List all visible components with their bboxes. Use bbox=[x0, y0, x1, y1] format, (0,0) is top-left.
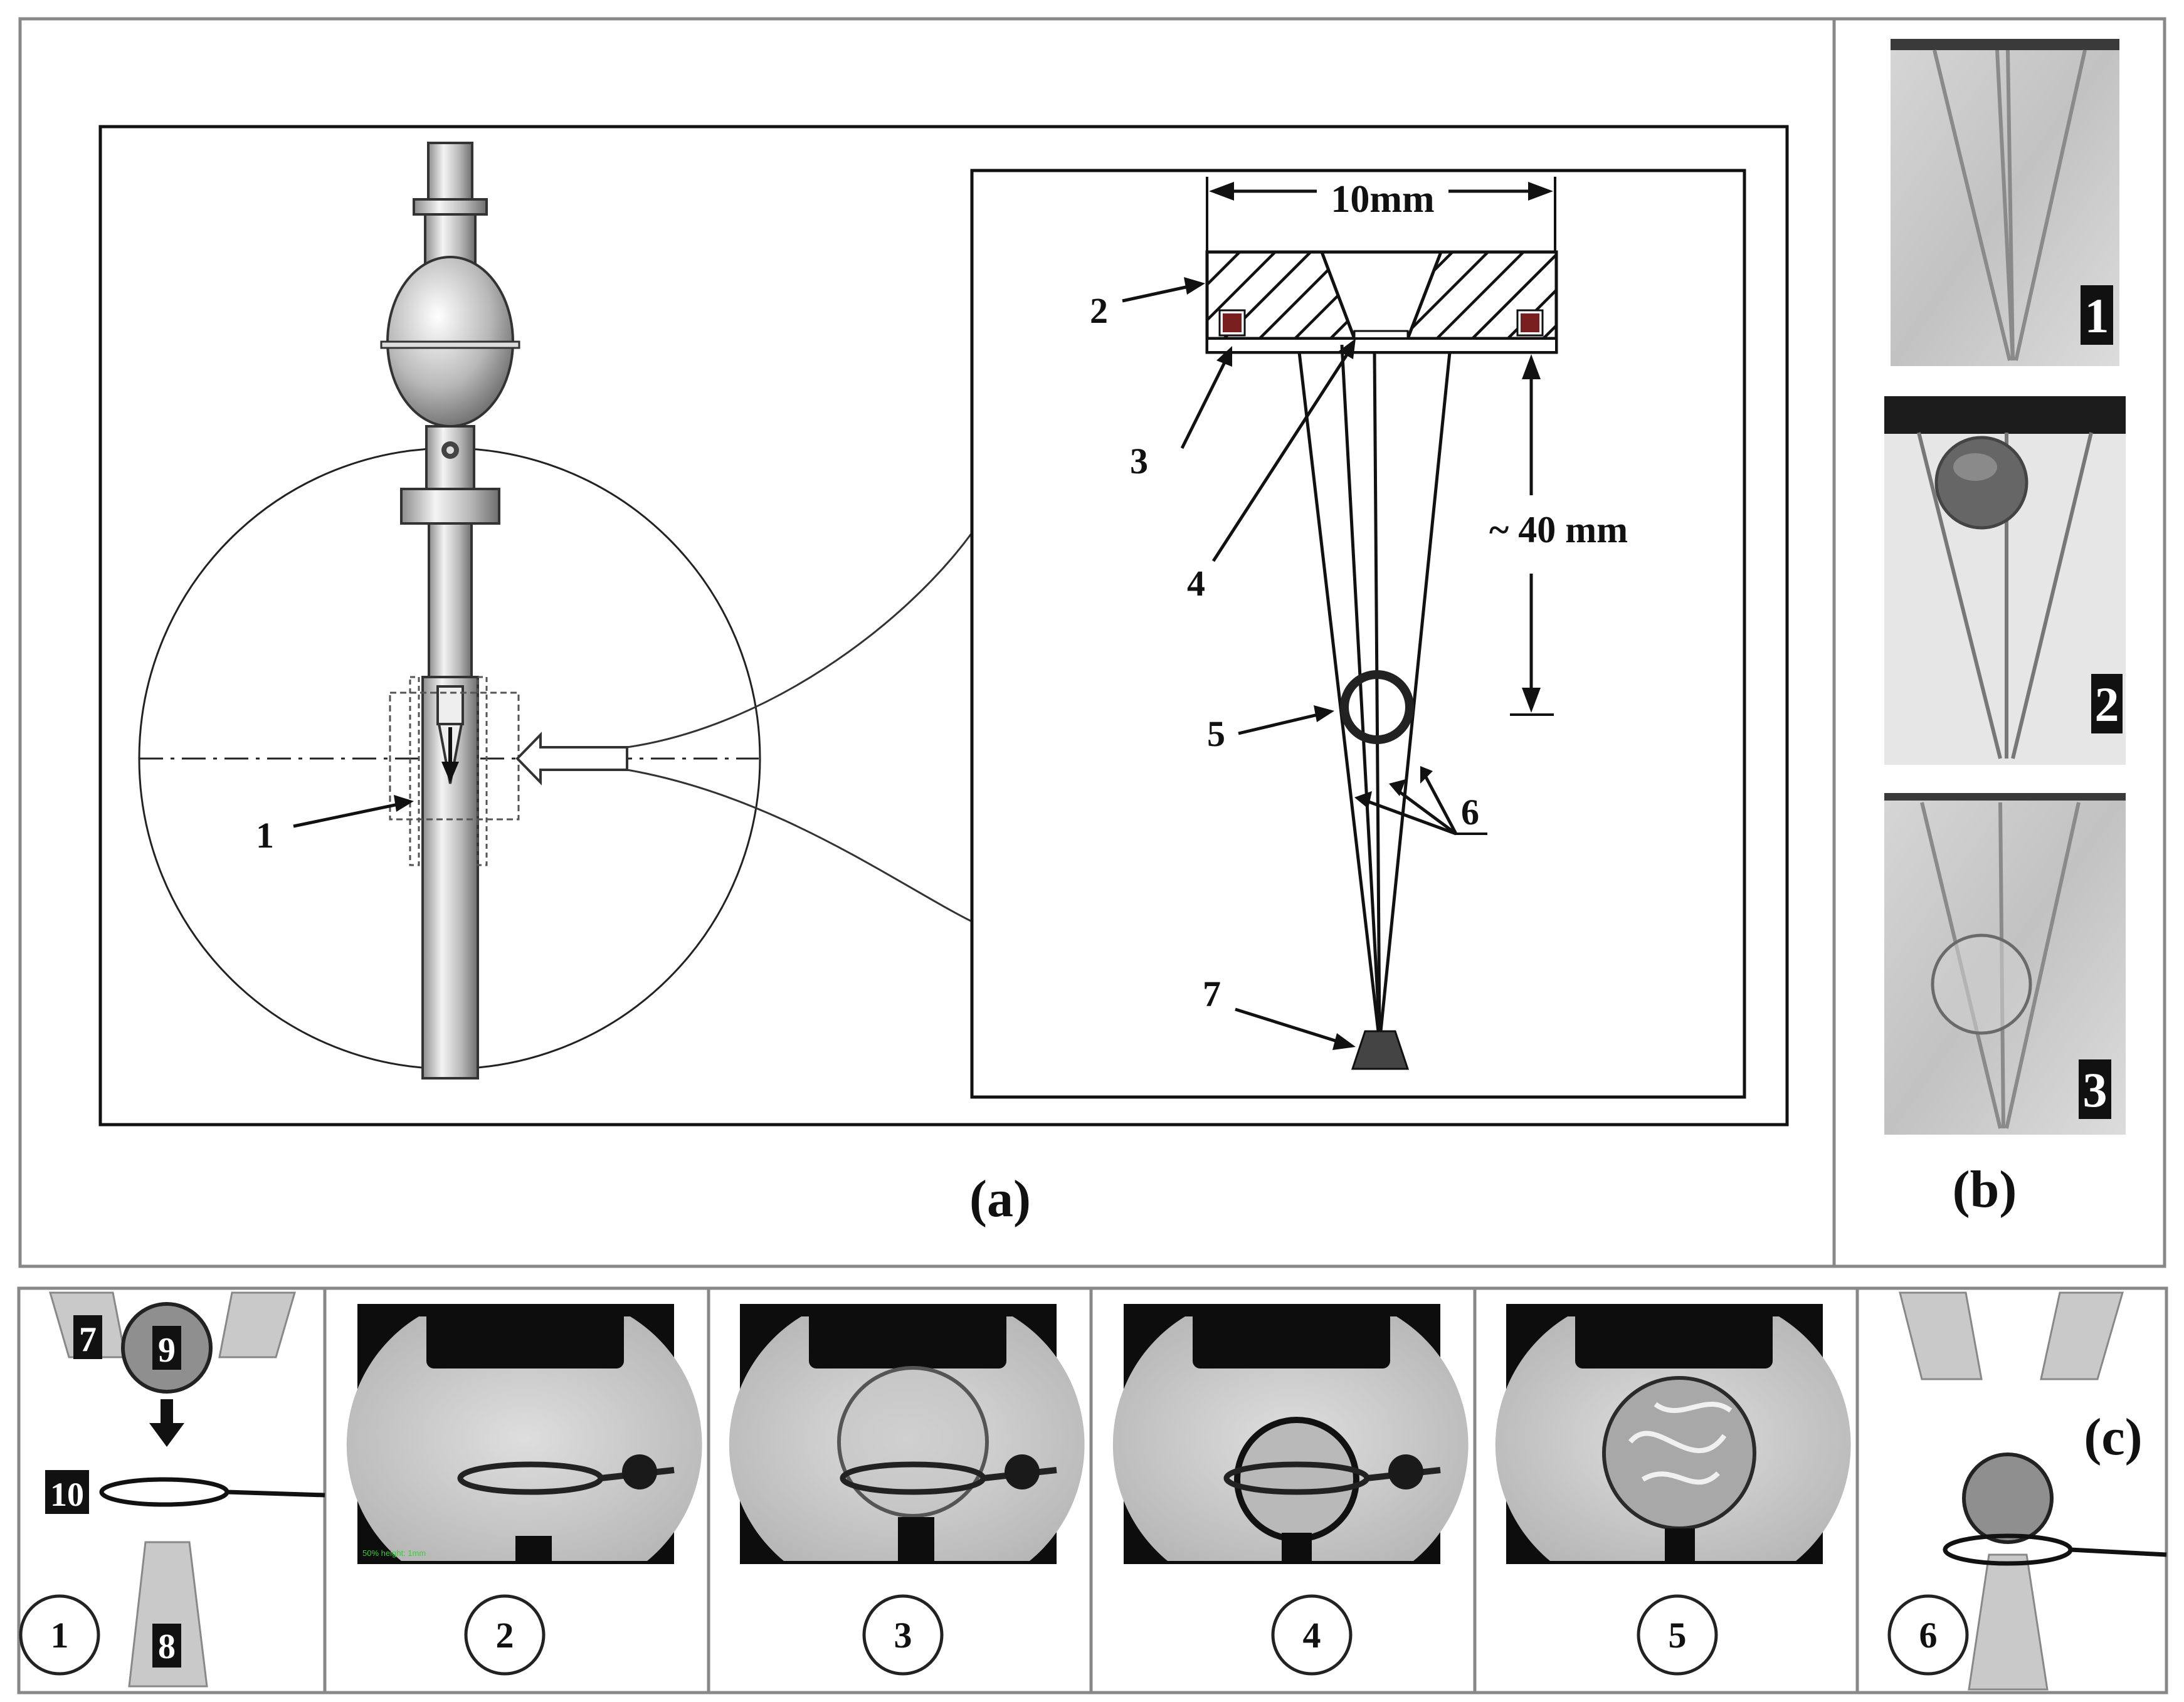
c-photo-3 bbox=[729, 1304, 1085, 1564]
label-2: 2 bbox=[1090, 290, 1108, 331]
magnify-arrow bbox=[515, 732, 628, 785]
apparatus-rod bbox=[380, 142, 520, 1080]
c-schematic-6: (c) bbox=[1899, 1291, 2167, 1691]
step-3: 3 bbox=[894, 1615, 912, 1656]
c-photo-4 bbox=[1112, 1304, 1469, 1564]
panel-b: 1 2 3 (b) bbox=[1884, 39, 2126, 1219]
step-6: 6 bbox=[1919, 1615, 1938, 1656]
b-photo-3-label: 3 bbox=[2083, 1063, 2108, 1117]
b-photo-2-label: 2 bbox=[2095, 677, 2119, 732]
dimension-height-text: ~ 40 mm bbox=[1489, 509, 1628, 550]
b-photo-1-label: 1 bbox=[2085, 288, 2109, 343]
fibers bbox=[1297, 344, 1452, 1032]
c-label-7: 7 bbox=[79, 1320, 97, 1359]
step-4: 4 bbox=[1303, 1615, 1321, 1656]
label-4: 4 bbox=[1187, 563, 1205, 604]
step-1: 1 bbox=[51, 1615, 69, 1656]
c-label-9: 9 bbox=[158, 1331, 176, 1370]
label-6: 6 bbox=[1461, 792, 1479, 833]
step-numbers: 1 2 3 4 5 6 bbox=[19, 1594, 1969, 1676]
c-photo-overlay-text: 50% height: 1mm bbox=[362, 1548, 426, 1558]
panel-a-b-frame bbox=[18, 17, 2166, 1268]
c-label-8: 8 bbox=[158, 1627, 176, 1666]
c-photo-2: 50% height: 1mm bbox=[346, 1304, 702, 1564]
b-photo-2: 2 bbox=[1884, 396, 2126, 765]
holder bbox=[1205, 250, 1558, 354]
dimension-width-text: 10mm bbox=[1331, 178, 1434, 221]
stand bbox=[1351, 1030, 1410, 1070]
panel-b-caption: (b) bbox=[1953, 1160, 2017, 1219]
c-label-10: 10 bbox=[50, 1476, 84, 1513]
label-5: 5 bbox=[1207, 713, 1225, 754]
panel-c-caption: (c) bbox=[2084, 1408, 2142, 1466]
panel-c: 9 7 10 8 50% height: 1mm bbox=[17, 1286, 2168, 1694]
panel-a: 1 10mm bbox=[98, 125, 1789, 1228]
heating-coil bbox=[409, 676, 488, 866]
dimension-width: 10mm bbox=[1206, 177, 1556, 251]
step-5: 5 bbox=[1669, 1615, 1687, 1656]
sample-ring bbox=[1340, 670, 1414, 744]
b-photo-3: 3 bbox=[1884, 793, 2126, 1135]
label-7: 7 bbox=[1203, 974, 1221, 1014]
step-2: 2 bbox=[496, 1615, 514, 1656]
dimension-height: ~ 40 mm bbox=[1489, 351, 1628, 716]
b-photo-1: 1 bbox=[1891, 39, 2119, 366]
label-1: 1 bbox=[256, 815, 274, 856]
c-photo-5 bbox=[1495, 1304, 1851, 1564]
label-3: 3 bbox=[1130, 441, 1148, 481]
panel-a-caption: (a) bbox=[969, 1170, 1031, 1228]
c-schematic-1: 9 7 10 8 bbox=[45, 1291, 325, 1688]
